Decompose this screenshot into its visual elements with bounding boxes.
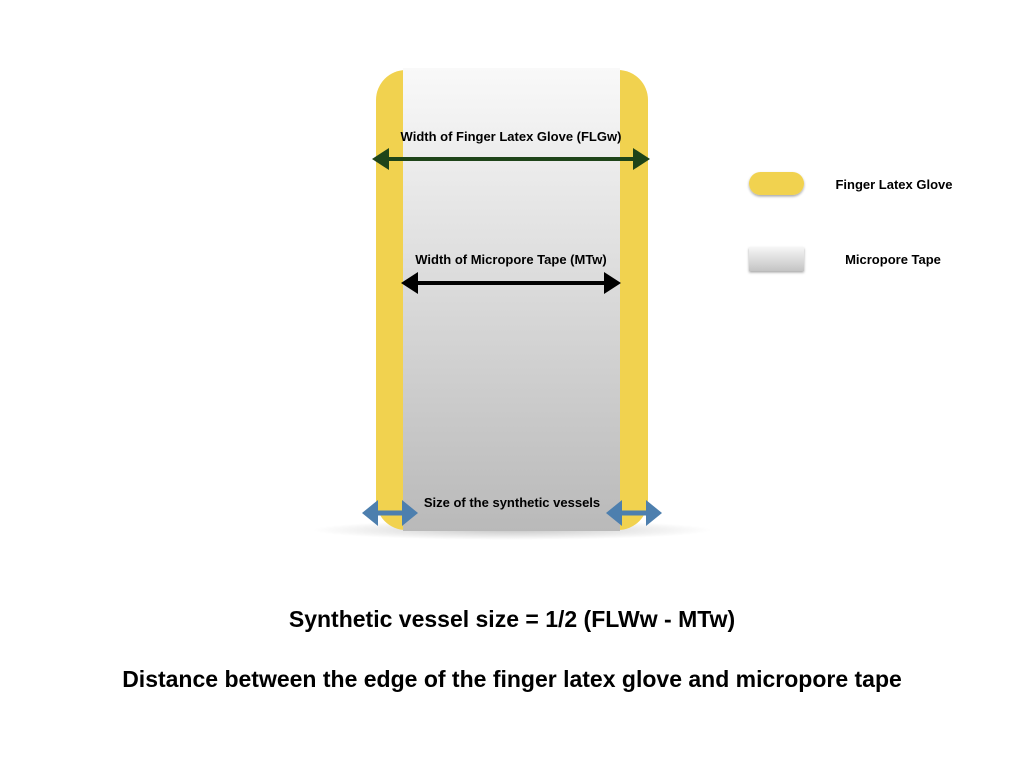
- vessel-size-label: Size of the synthetic vessels: [424, 495, 600, 510]
- formula-text: Synthetic vessel size = 1/2 (FLWw - MTw): [289, 606, 735, 632]
- description-text: Distance between the edge of the finger …: [122, 666, 902, 692]
- micropore-tape: [403, 68, 620, 531]
- legend-label-tape: Micropore Tape: [845, 252, 941, 267]
- tape-width-arrow: [401, 272, 621, 294]
- yellow-pill-swatch-icon: [749, 172, 804, 195]
- vessel-size-arrow-right: [606, 500, 662, 526]
- gray-gradient-swatch-icon: [749, 247, 804, 271]
- glove-width-arrow: [372, 148, 650, 170]
- tape-width-label: Width of Micropore Tape (MTw): [415, 252, 607, 267]
- legend-label-glove: Finger Latex Glove: [835, 177, 952, 192]
- vessel-size-arrow-left: [362, 500, 418, 526]
- glove-width-label: Width of Finger Latex Glove (FLGw): [401, 129, 622, 144]
- legend: Finger Latex Glove Micropore Tape: [749, 172, 953, 271]
